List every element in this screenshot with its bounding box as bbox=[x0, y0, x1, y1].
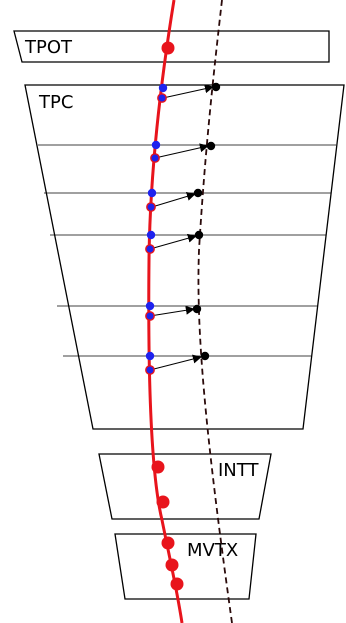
tpc-cluster-pair bbox=[157, 82, 221, 103]
residual-arrow bbox=[162, 84, 214, 99]
tpot-detector: TPOT bbox=[13, 30, 330, 63]
cluster-blue bbox=[146, 230, 156, 240]
residual-arrow bbox=[149, 354, 202, 371]
cluster-red bbox=[145, 311, 155, 321]
residual-arrow bbox=[149, 305, 195, 317]
cluster-red bbox=[145, 365, 155, 375]
mvtx-label: MVTX bbox=[187, 540, 238, 561]
cluster-black bbox=[211, 82, 221, 92]
residual-arrow bbox=[151, 192, 196, 208]
intt-cluster bbox=[151, 460, 165, 474]
dashed-track bbox=[197, 0, 233, 623]
cluster-blue bbox=[145, 301, 155, 311]
mvtx-cluster bbox=[161, 536, 175, 550]
tpc-detector: TPC bbox=[24, 84, 345, 430]
tpc-cluster-pair bbox=[146, 188, 203, 212]
tpc-cluster-pair bbox=[145, 230, 204, 254]
mvtx-cluster bbox=[165, 558, 179, 572]
cluster-black bbox=[193, 188, 203, 198]
cluster-black bbox=[206, 141, 216, 151]
tpot-outline bbox=[13, 30, 330, 63]
cluster-red bbox=[150, 153, 160, 163]
cluster-black bbox=[192, 304, 202, 314]
cluster-blue bbox=[145, 351, 155, 361]
intt-outline bbox=[98, 453, 272, 520]
tpc-cluster-pair bbox=[145, 301, 202, 321]
mvtx-outline bbox=[114, 533, 257, 600]
residual-arrow bbox=[154, 143, 209, 159]
cluster-blue bbox=[147, 188, 157, 198]
cluster-red bbox=[145, 244, 155, 254]
mvtx-detector: MVTX bbox=[114, 533, 257, 600]
cluster-red bbox=[146, 202, 156, 212]
tpc-outline bbox=[24, 84, 345, 430]
tpot-cluster bbox=[161, 41, 175, 55]
intt-cluster bbox=[156, 495, 170, 509]
silicon-clusters bbox=[151, 41, 184, 591]
tpot-label: TPOT bbox=[24, 37, 73, 58]
intt-label: INTT bbox=[218, 460, 259, 481]
cluster-black bbox=[200, 351, 210, 361]
cluster-blue bbox=[158, 83, 168, 93]
mvtx-cluster bbox=[170, 577, 184, 591]
tpc-label: TPC bbox=[38, 92, 73, 113]
intt-detector: INTT bbox=[98, 453, 272, 520]
cluster-blue bbox=[151, 140, 161, 150]
residual-arrow bbox=[149, 233, 197, 250]
cluster-red bbox=[157, 93, 167, 103]
tpc-cluster-pair bbox=[150, 140, 216, 163]
cluster-black bbox=[194, 230, 204, 240]
tpc-cluster-pair bbox=[145, 351, 210, 375]
